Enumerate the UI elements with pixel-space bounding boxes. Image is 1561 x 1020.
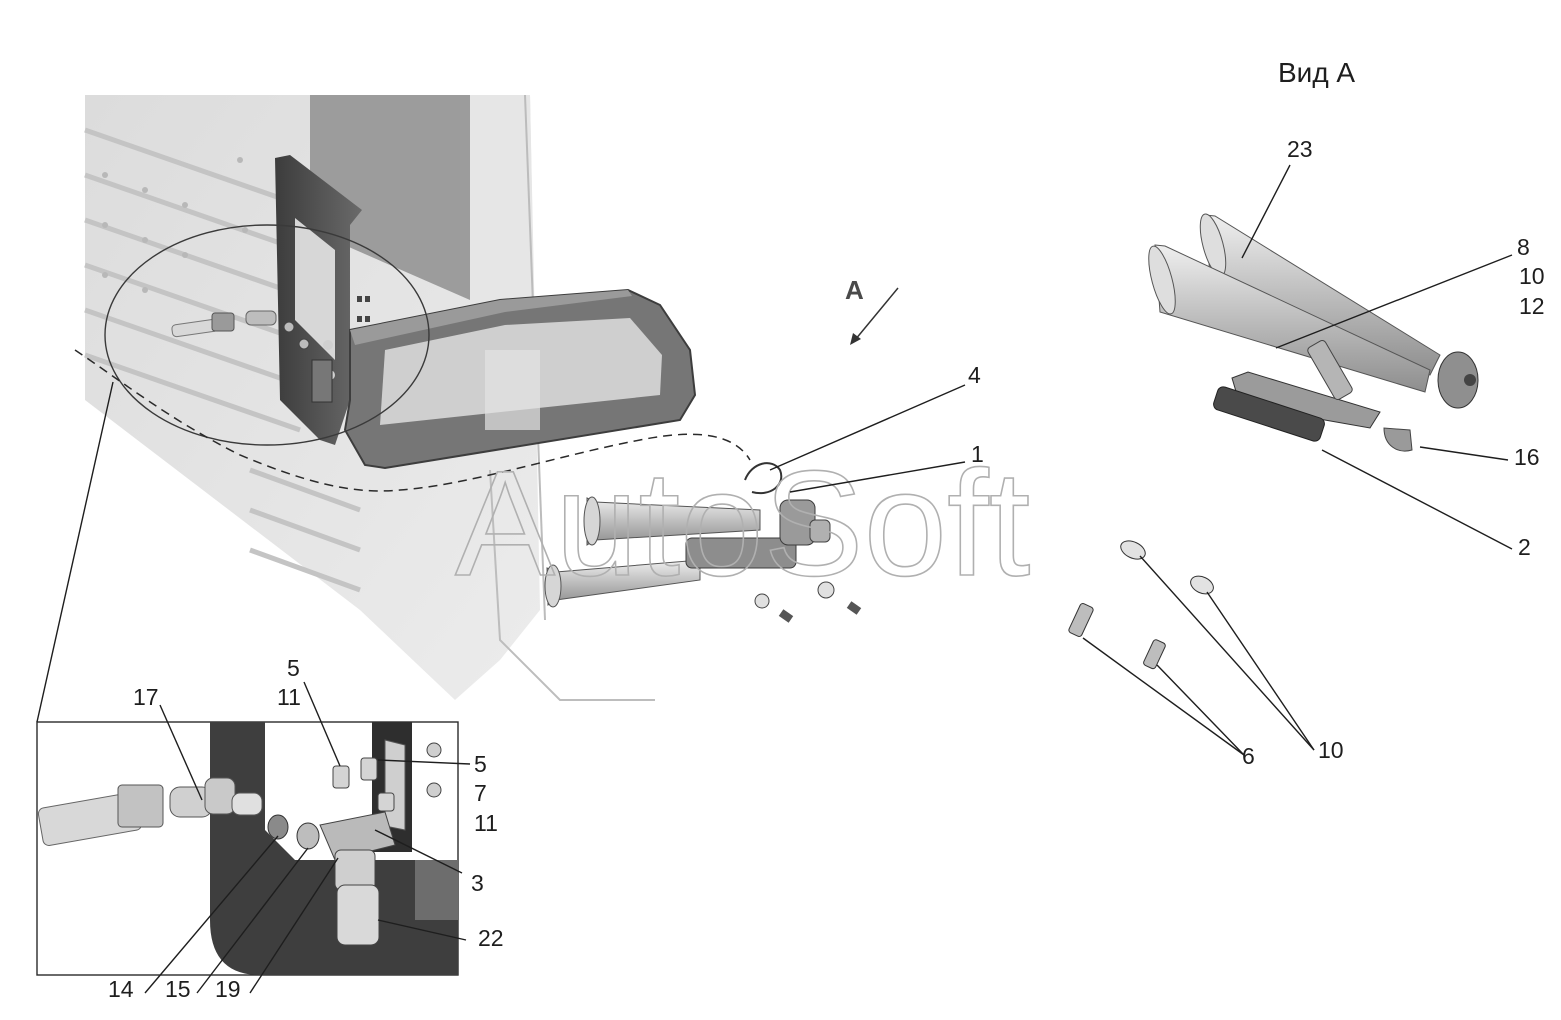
callout-8: 8: [1517, 234, 1530, 260]
view-a-arrow: [850, 287, 899, 345]
callout-12: 12: [1519, 293, 1545, 319]
callout-3: 3: [471, 870, 484, 896]
view-arrow-letter: А: [845, 275, 864, 305]
callout-14: 14: [108, 976, 134, 1002]
view-a-title: Вид А: [1278, 57, 1355, 88]
callout-7: 7: [474, 780, 487, 806]
callout-6: 6: [1242, 743, 1255, 769]
callout-10-b: 10: [1318, 737, 1344, 763]
inset-connector-line: [36, 381, 114, 723]
callout-15: 15: [165, 976, 191, 1002]
main-bracket: [275, 155, 697, 470]
callout-10-a: 10: [1519, 263, 1545, 289]
callout-1: 1: [971, 441, 984, 467]
callout-11-b: 11: [474, 810, 498, 836]
callout-5-a: 5: [287, 655, 300, 681]
callout-2: 2: [1518, 534, 1531, 560]
watermark: AutoSoft: [455, 439, 1030, 607]
detail-inset: [36, 721, 459, 976]
callout-22: 22: [478, 925, 504, 951]
callout-labels: 23 8 10 12 16 2 4 1 6 10 5 11 17 5 7 11 …: [108, 136, 1545, 1002]
callout-17: 17: [133, 684, 159, 710]
callout-11-a: 11: [277, 684, 301, 710]
callout-5-b: 5: [474, 751, 487, 777]
callout-23: 23: [1287, 136, 1313, 162]
wire-dashed: [74, 349, 751, 492]
detail-circle: [104, 224, 430, 446]
leader-lines: [144, 164, 1513, 994]
pipe-fittings-main: [171, 310, 310, 350]
horn-pair-view-a: [1148, 213, 1479, 452]
callout-4: 4: [968, 362, 981, 388]
callout-19: 19: [215, 976, 241, 1002]
callout-16: 16: [1514, 444, 1540, 470]
horn-pair-main: [544, 462, 862, 623]
washers-and-bolts: [1068, 540, 1214, 670]
panel-ribs: [84, 127, 361, 593]
